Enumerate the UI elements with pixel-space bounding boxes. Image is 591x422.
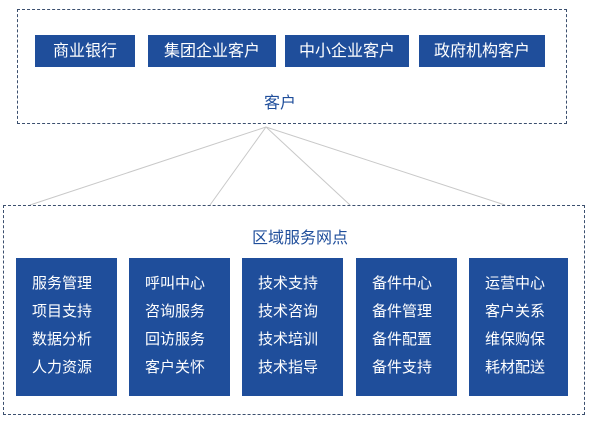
service-item: 技术培训: [258, 330, 319, 348]
service-item: 技术咨询: [258, 302, 319, 320]
service-item: 备件中心: [372, 274, 433, 292]
customers-label: 客户: [263, 93, 296, 112]
connector-line: [265, 126, 506, 206]
service-item: 人力资源: [32, 358, 93, 376]
service-network-frame: [3, 205, 585, 415]
service-item: 备件支持: [372, 358, 433, 376]
service-item: 项目支持: [32, 302, 93, 320]
service-item: 呼叫中心: [145, 274, 206, 292]
service-item: 客户关怀: [145, 358, 206, 376]
connector-line: [209, 126, 267, 206]
service-item: 维保购保: [485, 330, 546, 348]
service-item: 技术支持: [258, 274, 319, 292]
customer-commercial-bank: 商业银行: [35, 35, 135, 67]
service-network-label: 区域服务网点: [251, 228, 348, 247]
connector-line: [29, 126, 267, 206]
service-column-management: 服务管理 项目支持 数据分析 人力资源: [16, 258, 117, 396]
service-item: 数据分析: [32, 330, 93, 348]
customer-government: 政府机构客户: [419, 35, 545, 67]
service-column-operations: 运营中心 客户关系 维保购保 耗材配送: [469, 258, 568, 396]
service-item: 回访服务: [145, 330, 206, 348]
service-item: 服务管理: [32, 274, 93, 292]
connector-line: [265, 126, 351, 206]
service-item: 咨询服务: [145, 302, 206, 320]
service-item: 客户关系: [485, 302, 546, 320]
service-item: 备件管理: [372, 302, 433, 320]
service-item: 耗材配送: [485, 358, 546, 376]
service-column-call-center: 呼叫中心 咨询服务 回访服务 客户关怀: [129, 258, 230, 396]
customers-frame: [17, 9, 567, 124]
service-item: 技术指导: [258, 358, 319, 376]
service-item: 运营中心: [485, 274, 546, 292]
customer-sme: 中小企业客户: [285, 35, 409, 67]
service-column-spare-parts: 备件中心 备件管理 备件配置 备件支持: [356, 258, 457, 396]
customer-group-enterprise: 集团企业客户: [148, 35, 276, 67]
service-item: 备件配置: [372, 330, 433, 348]
service-column-tech-support: 技术支持 技术咨询 技术培训 技术指导: [242, 258, 343, 396]
